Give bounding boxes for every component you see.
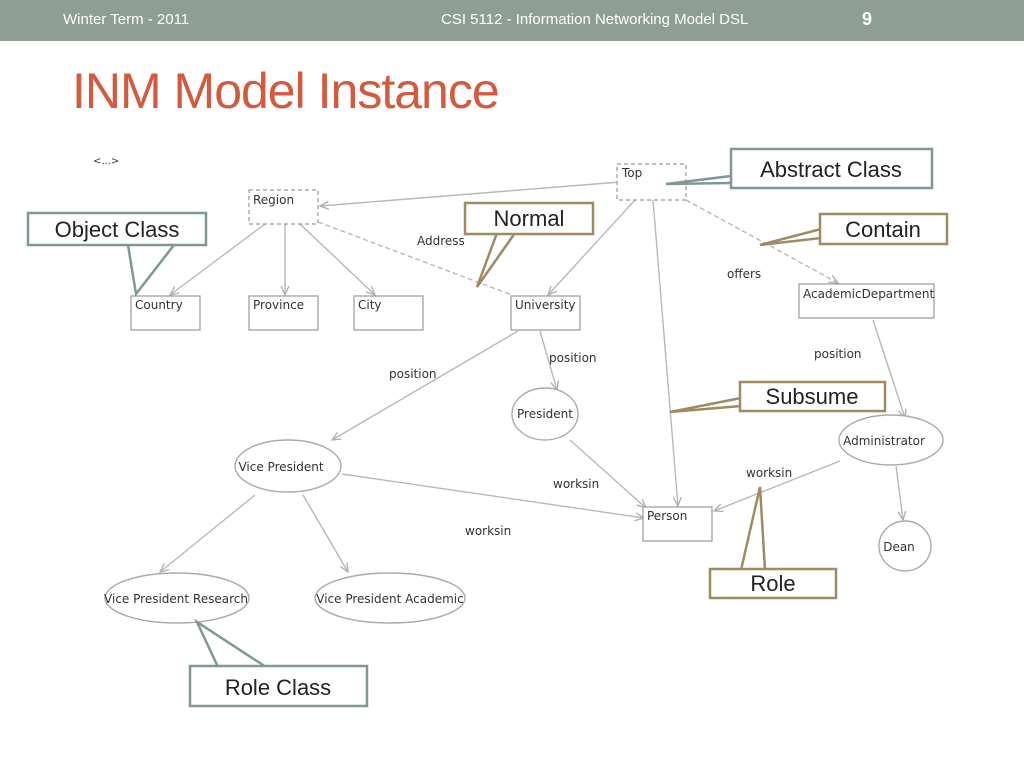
callout-abstract-class: Abstract Class: [760, 157, 902, 182]
node-country: Country: [135, 298, 183, 312]
node-vicepresident-ellipse: [234, 439, 342, 493]
edge-top-region: [320, 181, 621, 206]
callout-subsume-pointer: [669, 396, 742, 414]
node-dean: Dean: [883, 540, 915, 554]
edge-admin-dean: [895, 465, 903, 520]
edge-dept-admin: [872, 319, 905, 418]
node-province-box: [248, 295, 319, 331]
callout-contain-pointer: [759, 227, 822, 247]
course-title: CSI 5112 - Information Networking Model …: [441, 11, 749, 28]
callout-object-class: Object Class: [55, 217, 180, 242]
edge-label-position-vp: position: [389, 367, 437, 381]
callout-contain-box: [818, 212, 949, 246]
callout-abstract-class-box: [729, 147, 934, 190]
edge-region-city: [299, 223, 375, 295]
node-president: President: [517, 407, 573, 421]
node-vpacademic-ellipse: [314, 572, 466, 624]
edge-president-person: [569, 439, 646, 508]
node-region: Region: [253, 193, 294, 207]
edge-label-worksin-vp: worksin: [465, 524, 511, 538]
node-university-box: [510, 295, 581, 331]
slide-title: INM Model Instance: [72, 63, 500, 119]
callout-object-class-box: [26, 211, 208, 247]
callout-role-class-pointer: [194, 618, 267, 669]
callout-subsume-box: [738, 380, 887, 413]
edge-label-address: Address: [417, 234, 465, 248]
edge-label-position-president: position: [549, 351, 597, 365]
node-person: Person: [647, 509, 687, 523]
node-dean-ellipse: [878, 520, 932, 572]
edge-label-worksin-admin: worksin: [746, 466, 792, 480]
page-number: 9: [862, 9, 873, 29]
callout-role-pointer: [739, 486, 767, 571]
callout-role-box: [708, 567, 838, 600]
callout-subsume: Subsume: [766, 384, 859, 409]
callout-role-class-box: [188, 664, 369, 708]
node-city: City: [358, 298, 382, 312]
edge-vp-vpacademic: [302, 494, 348, 572]
node-person-box: [642, 506, 713, 542]
callout-role: Role: [750, 571, 795, 596]
edge-univ-vp: [332, 330, 519, 440]
edge-top-university: [548, 199, 636, 295]
node-vicepresident: Vice President: [238, 460, 323, 474]
node-administrator-ellipse: [838, 414, 944, 466]
node-region-box: [248, 189, 319, 225]
node-university: University: [515, 298, 576, 312]
term-label: Winter Term - 2011: [63, 11, 190, 28]
edge-vp-vpresearch: [160, 494, 256, 572]
node-vpresearch: Vice President Research: [104, 592, 248, 606]
header-bar: Winter Term - 2011 CSI 5112 - Informatio…: [0, 0, 1024, 41]
callout-normal-box: [463, 201, 595, 236]
node-administrator: Administrator: [843, 434, 925, 448]
edge-region-country: [170, 223, 266, 295]
node-top: Top: [621, 166, 642, 180]
node-country-box: [130, 295, 201, 331]
edge-univ-president: [539, 330, 557, 390]
node-academicdepartment: AcademicDepartment: [803, 287, 934, 301]
edge-label-position-admin: position: [814, 347, 862, 361]
callout-role-class: Role Class: [225, 675, 331, 700]
edge-offers: [685, 199, 838, 283]
callout-object-class-pointer: [126, 244, 175, 298]
node-president-ellipse: [511, 387, 579, 441]
callout-abstract-class-pointer: [665, 174, 732, 186]
edge-top-person: [652, 199, 678, 506]
node-vpacademic: Vice President Academic: [316, 592, 463, 606]
edge-vp-person: [341, 473, 644, 518]
edge-admin-person: [714, 460, 841, 511]
edge-label-worksin-president: worksin: [553, 477, 599, 491]
node-province: Province: [253, 298, 304, 312]
callout-normal-pointer: [475, 232, 517, 288]
node-city-box: [353, 295, 424, 331]
node-academicdepartment-box: [798, 283, 935, 319]
callout-normal: Normal: [494, 206, 565, 231]
edge-label-offers: offers: [727, 267, 761, 281]
ellipsis-label: <...>: [93, 156, 119, 167]
callout-contain: Contain: [845, 217, 921, 242]
node-vpresearch-ellipse: [104, 572, 250, 624]
